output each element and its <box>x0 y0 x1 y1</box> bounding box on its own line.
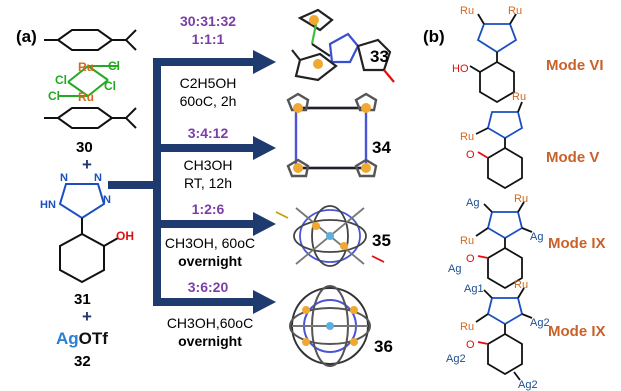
product-36-label: 36 <box>374 337 393 356</box>
ru-atom-label: Ru <box>460 5 474 17</box>
ag-atom <box>326 232 334 240</box>
ho-group-label: HO <box>452 63 469 75</box>
product-33-label: 33 <box>370 47 389 66</box>
ru-atom <box>361 163 371 173</box>
reaction-solvent: CH3OH <box>183 157 232 173</box>
reaction-solvent: CH3OH,60oC <box>167 315 253 331</box>
ag-atom-label: Ag1 <box>464 283 484 295</box>
structure-31 <box>58 183 119 284</box>
reaction-ratio: 3:4:12 <box>188 125 229 141</box>
mode-9-structure <box>475 201 533 290</box>
ag-atom-label: Ag2 <box>530 317 550 329</box>
ru-atom <box>350 338 358 346</box>
cl-atom-label: Cl <box>104 79 116 93</box>
reaction-ratio: 1:2:6 <box>192 201 225 217</box>
reaction-conditions: overnight <box>178 333 242 349</box>
ru-atom <box>361 103 371 113</box>
ag-atom <box>326 322 334 330</box>
reaction-solvent: C2H5OH <box>180 75 237 91</box>
n-atom-label: N <box>60 172 68 184</box>
silver-triflate-label: AgOTf <box>56 329 108 348</box>
o-atom-label: O <box>466 253 475 265</box>
n-atom-label: N <box>94 172 102 184</box>
product-33-structure <box>291 8 395 83</box>
cl-atom-label: Cl <box>108 59 120 73</box>
mode-label: Mode IX <box>548 235 606 252</box>
ru-atom-label: Ru <box>460 321 474 333</box>
mode-label: Mode IX <box>548 323 606 340</box>
product-34-label: 34 <box>372 138 391 157</box>
ru-atom-label: Ru <box>514 279 528 291</box>
compound-32-label: 32 <box>74 353 91 370</box>
ru-atom-label: Ru <box>78 90 94 104</box>
ru-atom <box>293 163 303 173</box>
mode-6-structure <box>469 13 518 104</box>
reaction-solvent: CH3OH, 60oC <box>165 235 255 251</box>
hn-atom-label: HN <box>40 199 56 211</box>
mode-label: Mode VI <box>546 57 604 74</box>
ru-atom-label: Ru <box>508 5 522 17</box>
ru-atom-label: Ru <box>512 91 526 103</box>
ag-atom-label: Ag2 <box>518 379 538 391</box>
reaction-conditions: RT, 12h <box>184 175 232 191</box>
ru-atom <box>302 306 310 314</box>
compound-30-label: 30 <box>76 139 93 156</box>
ru-atom-label: Ru <box>460 131 474 143</box>
reaction-ratio: 30:31:32 <box>180 13 236 29</box>
product-35-label: 35 <box>372 231 391 250</box>
ag-atom-label: Ag <box>530 231 543 243</box>
ru-atom <box>312 222 320 230</box>
mode-label: Mode V <box>546 149 599 166</box>
reaction-ratio: 1:1:1 <box>192 31 225 47</box>
reaction-conditions: overnight <box>178 253 242 269</box>
panel-b-label: (b) <box>423 27 445 46</box>
mode-5-structure <box>475 101 524 190</box>
cl-atom-label: Cl <box>48 89 60 103</box>
product-36-structure <box>289 285 371 367</box>
mode-9-structure <box>475 287 533 381</box>
o-atom-label: O <box>466 339 475 351</box>
ru-atom <box>293 103 303 113</box>
structure-30 <box>44 29 137 129</box>
ag-atom-label: Ag <box>448 263 461 275</box>
arrow-network <box>108 50 276 314</box>
product-34-structure <box>286 92 378 178</box>
o-atom-label: O <box>466 149 475 161</box>
compound-31-label: 31 <box>74 291 91 308</box>
oh-group-label: OH <box>116 229 134 243</box>
plus-sign: + <box>82 307 92 326</box>
ru-atom-label: Ru <box>514 193 528 205</box>
n-atom-label: N <box>103 194 111 206</box>
plus-sign: + <box>82 155 92 174</box>
ru-atom-label: Ru <box>78 60 94 74</box>
cl-atom-label: Cl <box>55 73 67 87</box>
ag-atom-label: Ag <box>466 197 479 209</box>
ru-atom <box>309 15 319 25</box>
ru-atom <box>340 242 348 250</box>
ru-atom <box>350 306 358 314</box>
ag-atom-label: Ag2 <box>446 353 466 365</box>
ru-atom <box>302 338 310 346</box>
ru-atom-label: Ru <box>460 235 474 247</box>
ru-atom <box>313 59 323 69</box>
reaction-ratio: 3:6:20 <box>188 279 229 295</box>
panel-a-label: (a) <box>16 27 37 46</box>
reaction-conditions: 60oC, 2h <box>180 93 237 109</box>
